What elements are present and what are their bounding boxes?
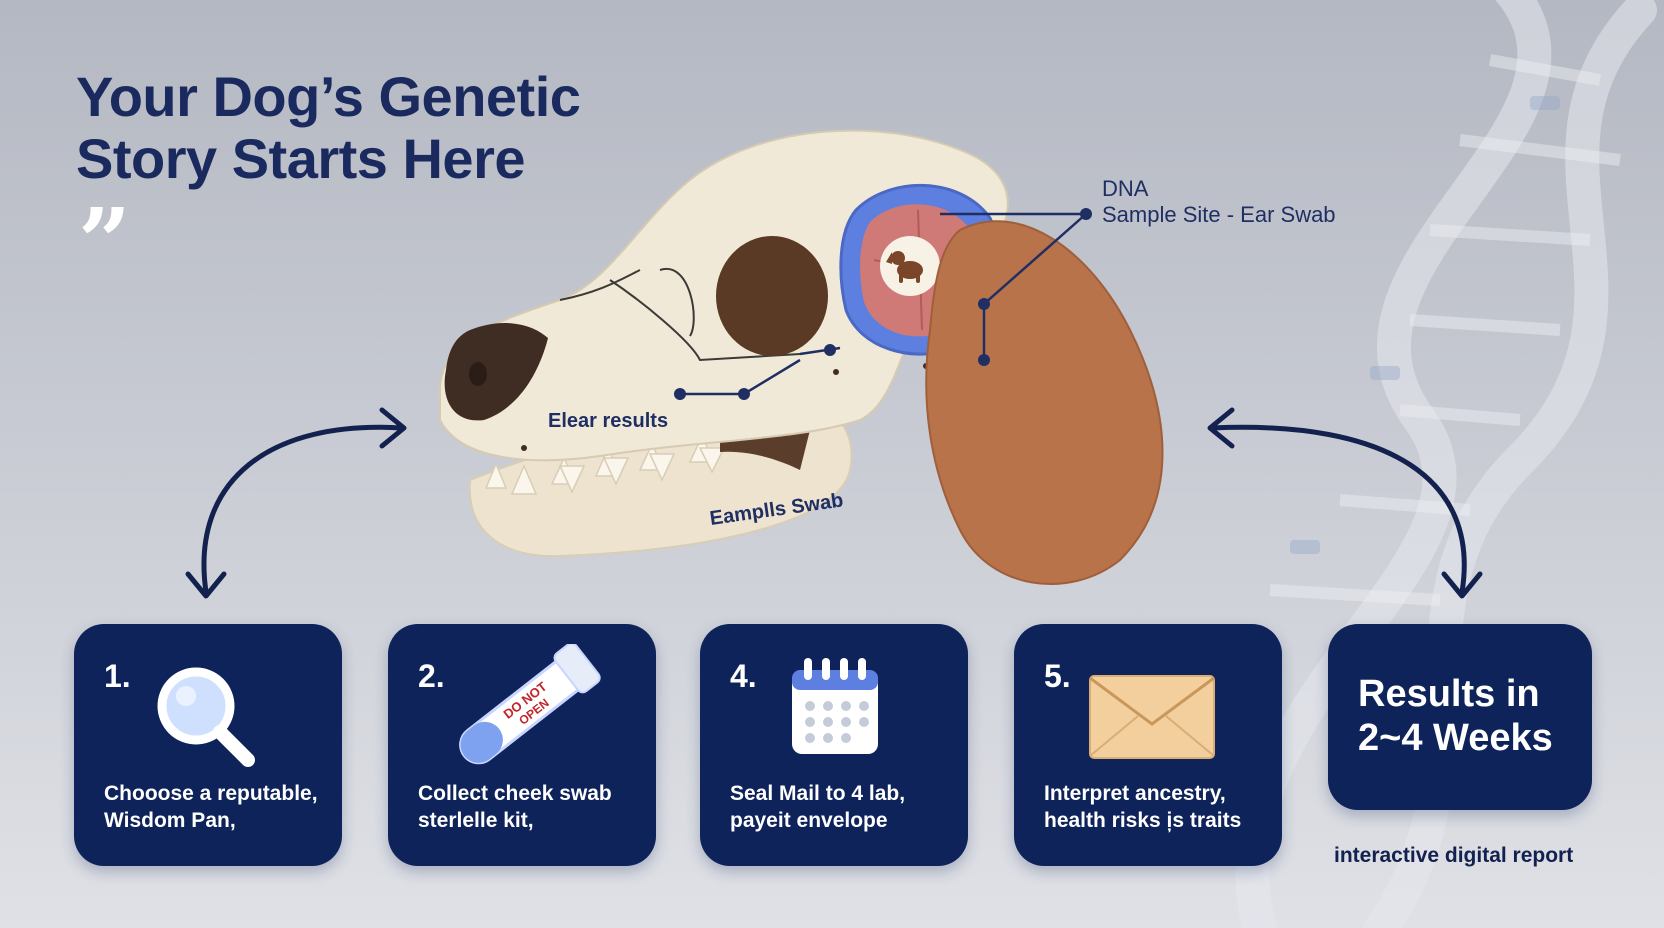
step-desc-4: Interpret ancestry, health risks i̦s tra… — [1044, 780, 1268, 834]
step-card-1: 1. Chooose a reputable, Wisdom Pan, — [74, 624, 342, 866]
step-desc-1-line-2: Wisdom Pan, — [104, 809, 236, 832]
dna-callout-label: DNA Sample Site - Ear Swab — [1102, 176, 1336, 228]
dna-callout-line-1: DNA — [1102, 176, 1149, 201]
step-desc-1: Chooose a reputable, Wisdom Pan, — [104, 780, 328, 834]
step-number-4: 5. — [1044, 658, 1071, 694]
headline-line-1: Your Dog’s Genetic — [76, 65, 581, 128]
step-number-1: 1. — [104, 658, 131, 694]
step-card-2: 2. DO NOT OPEN Collect cheek swab sterle… — [388, 624, 656, 866]
swab-tube-icon: DO NOT OPEN — [459, 644, 601, 765]
step-desc-3-line-2: payeit envelope — [730, 809, 888, 832]
quote-mark-icon: ” — [78, 188, 131, 296]
magnifier-icon — [157, 667, 255, 767]
skull-label-results: Elear results — [548, 410, 669, 432]
step-desc-3-line-1: Seal Mail to 4 lab, — [730, 782, 906, 805]
results-line-2: 2~4 Weeks — [1358, 717, 1553, 759]
step-card-4: 5. Interpret ancestry, health risks i̦s … — [1014, 624, 1282, 866]
step-desc-4-line-2: health risks i̦s traits — [1044, 809, 1242, 832]
report-caption: interactive digital report — [1334, 844, 1574, 867]
headline: Your Dog’s Genetic Story Starts Here — [76, 65, 581, 190]
envelope-icon — [1089, 675, 1215, 759]
step-number-2: 2. — [418, 658, 445, 694]
step-number-3: 4. — [730, 658, 757, 694]
step-desc-1-line-1: Chooose a reputable, — [104, 782, 318, 805]
step-desc-2: Collect cheek swab sterlelle kit, — [418, 780, 642, 834]
results-text: Results in 2~4 Weeks — [1358, 672, 1553, 760]
dog-skull-illustration — [439, 129, 1164, 585]
step-desc-2-line-2: sterlelle kit, — [418, 809, 534, 832]
step-desc-3: Seal Mail to 4 lab, payeit envelope — [730, 780, 954, 834]
dog-icon — [886, 251, 923, 283]
headline-line-2: Story Starts Here — [76, 127, 526, 190]
results-card: Results in 2~4 Weeks — [1328, 624, 1592, 810]
results-line-1: Results in — [1358, 673, 1540, 715]
step-card-3: 4. Seal Mail to 4 lab, payeit envelope — [700, 624, 968, 866]
step-desc-2-line-1: Collect cheek swab — [418, 782, 612, 805]
calendar-icon — [792, 658, 878, 754]
dna-callout-line-2: Sample Site - Ear Swab — [1102, 202, 1336, 227]
step-desc-4-line-1: Interpret ancestry, — [1044, 782, 1226, 805]
